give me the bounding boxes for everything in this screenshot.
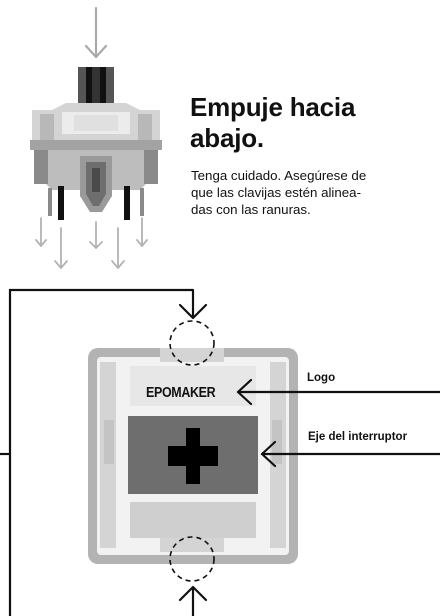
instruction-body: Tenga cuidado. Asegúrese de que las clav…: [191, 167, 431, 218]
top-alignment-circle: [169, 320, 215, 366]
mechanical-switch-illustration: [30, 67, 162, 220]
instruction-title-line: abajo.: [190, 123, 264, 153]
logo-callout-label: Logo: [307, 372, 336, 384]
push-down-arrow-icon: [84, 6, 108, 59]
switch-axis-callout-label: Eje del interruptor: [308, 431, 408, 443]
switch-socket-top-view: [88, 348, 298, 564]
stem-cross-icon: [168, 428, 218, 484]
axis-callout-arrow-icon: [260, 440, 440, 468]
pin-guide-arrows-icon: [35, 217, 148, 269]
instruction-body-line: Tenga cuidado. Asegúrese de: [191, 168, 367, 183]
instruction-body-line: das con las ranuras.: [191, 202, 311, 217]
logo-callout-arrow-icon: [236, 378, 440, 406]
epomaker-logo: EPOMAKER: [146, 385, 216, 401]
instruction-title-line: Empuje hacia: [190, 92, 356, 122]
alignment-bracket: [0, 288, 193, 616]
bottom-alignment-arrow-icon: [178, 585, 208, 616]
bottom-alignment-circle: [169, 536, 215, 582]
instruction-body-line: que las clavijas estén alinea-: [191, 185, 362, 200]
top-alignment-arrow-icon: [178, 288, 208, 320]
instruction-title: Empuje hacia abajo.: [190, 92, 430, 154]
